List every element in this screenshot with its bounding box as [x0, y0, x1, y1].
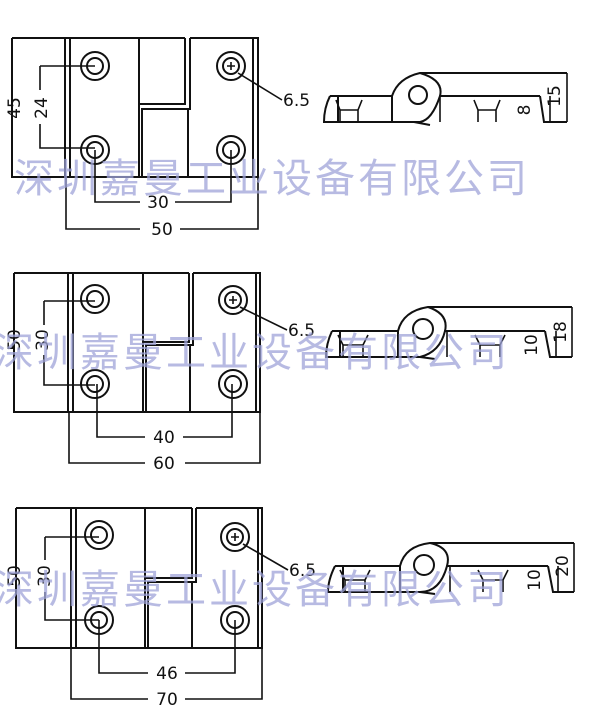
pin-circle — [413, 554, 435, 576]
dim-hole-horizontal-spacing: 46 — [156, 664, 178, 684]
hole-inner — [226, 528, 244, 546]
dim-line-horizontal-spacing — [98, 620, 236, 674]
hole-outer — [218, 285, 248, 315]
side-view-2: 10 18 — [324, 306, 573, 360]
hole-outer — [80, 369, 110, 399]
hole-inner — [86, 375, 104, 393]
dim-line-horizontal-spacing — [96, 384, 233, 438]
dim-line-horizontal-spacing — [94, 150, 232, 203]
leader-line-hole-diameter — [239, 306, 288, 331]
leader-line-hole-diameter — [237, 72, 283, 101]
side-knuckle — [339, 306, 447, 360]
dim-total-height: 18 — [551, 321, 571, 343]
hole-inner — [90, 526, 108, 544]
dim-hole-vertical-spacing: 30 — [33, 329, 53, 351]
dim-thickness: 10 — [522, 334, 542, 356]
dim-hole-horizontal-spacing: 40 — [153, 428, 175, 448]
countersink-profile — [339, 569, 509, 592]
dim-line-vertical-spacing — [43, 300, 95, 386]
watermark-2: 深圳嘉曼工业设备有限公司 — [0, 330, 510, 376]
dim-hole-vertical-spacing: 30 — [35, 565, 55, 587]
dim-line-width — [70, 648, 263, 700]
dim-total-height: 20 — [553, 555, 573, 577]
dim-hole-diameter: 6.5 — [288, 321, 315, 341]
pin-circle — [408, 85, 428, 105]
countersink-profile — [335, 99, 501, 122]
side-dim-lines — [449, 543, 575, 592]
dim-hole-diameter: 6.5 — [289, 561, 316, 581]
dim-thickness: 8 — [515, 105, 535, 116]
side-dim-lines — [439, 73, 568, 122]
side-view-1: 8 15 — [322, 72, 568, 126]
countersink-profile — [337, 334, 506, 357]
dim-width: 50 — [151, 220, 173, 240]
side-view-3: 10 20 — [326, 542, 575, 595]
dim-line-width — [68, 412, 261, 464]
side-knuckle — [342, 542, 449, 595]
hole-outer — [218, 369, 248, 399]
dim-hole-vertical-spacing: 24 — [32, 97, 52, 119]
hole-center-mark — [231, 533, 239, 541]
side-dim-lines — [446, 307, 573, 357]
dim-height: 50 — [5, 565, 25, 587]
view-1: 45 24 30 50 6.5 8 15 — [5, 37, 568, 240]
view-2: 50 30 40 60 6.5 10 18 — [5, 272, 573, 474]
dim-height: 50 — [5, 329, 25, 351]
front-view-1: 45 24 30 50 6.5 — [5, 37, 310, 240]
view-3: 50 30 46 70 6.5 10 20 — [5, 507, 575, 710]
dim-width: 60 — [153, 454, 175, 474]
dim-height: 45 — [5, 97, 25, 119]
dim-line-vertical-spacing — [39, 65, 95, 149]
hole-center-mark — [227, 62, 235, 70]
hole-inner — [224, 375, 242, 393]
dim-line-width — [65, 177, 259, 230]
hole-inner — [224, 291, 242, 309]
hole-outer — [80, 284, 110, 314]
dim-width: 70 — [156, 690, 178, 710]
dim-line-vertical-spacing — [44, 536, 99, 621]
dim-thickness: 10 — [525, 569, 545, 591]
side-knuckle — [337, 72, 442, 126]
dim-hole-horizontal-spacing: 30 — [147, 193, 169, 213]
watermark-3: 深圳嘉曼工业设备有限公司 — [0, 567, 510, 613]
front-view-3: 50 30 46 70 6.5 — [5, 507, 316, 710]
pin-circle — [412, 318, 434, 340]
leader-line-hole-diameter — [242, 543, 289, 571]
hole-center-mark — [229, 296, 237, 304]
watermark-1: 深圳嘉曼工业设备有限公司 — [14, 156, 530, 202]
front-view-2: 50 30 40 60 6.5 — [5, 272, 315, 474]
hole-outer — [84, 520, 114, 550]
dim-total-height: 15 — [545, 85, 565, 107]
hole-inner — [86, 290, 104, 308]
hole-inner — [222, 57, 240, 75]
hole-outer — [216, 51, 246, 81]
hole-outer — [220, 522, 250, 552]
dim-hole-diameter: 6.5 — [283, 91, 310, 111]
side-profile — [322, 72, 567, 123]
